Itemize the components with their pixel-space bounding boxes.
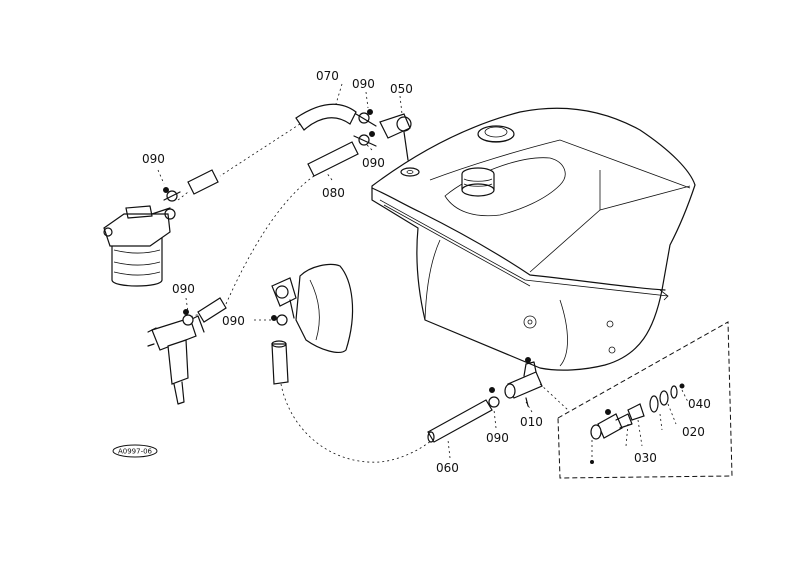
fuel-gauge-cap <box>477 125 515 143</box>
hose-clip-injector <box>182 309 194 326</box>
fuel-hose-070 <box>295 103 357 131</box>
diagram-code-badge: A0997-06 <box>112 444 158 458</box>
hose-clip-bottom <box>488 387 500 408</box>
label-070: 070 <box>316 69 339 83</box>
hose-short-injector <box>197 297 227 323</box>
diagram-code: A0997-06 <box>118 448 153 456</box>
label-020: 020 <box>682 425 705 439</box>
fuel-hose-060 <box>427 399 493 443</box>
label-090-pump: 090 <box>222 314 245 328</box>
label-090-mid: 090 <box>362 156 385 170</box>
hose-clip-top <box>355 109 377 127</box>
fuel-filter <box>103 205 176 287</box>
fuel-cock <box>504 357 543 407</box>
detail-inset <box>557 321 733 479</box>
hose-clip-mid <box>353 131 377 147</box>
label-080: 080 <box>322 186 345 200</box>
label-050: 050 <box>390 82 413 96</box>
hose-vertical-pump <box>271 343 289 385</box>
label-010: 010 <box>520 415 543 429</box>
label-040: 040 <box>688 397 711 411</box>
label-090-top: 090 <box>352 77 375 91</box>
label-090-filter: 090 <box>142 152 165 166</box>
hose-short-filter <box>187 169 219 195</box>
fuel-feed-pump <box>271 263 354 353</box>
label-060: 060 <box>436 461 459 475</box>
injector-nozzle <box>147 315 205 405</box>
label-090-bottom: 090 <box>486 431 509 445</box>
filler-neck <box>461 167 495 197</box>
banjo-fitting-050 <box>379 113 420 177</box>
hose-clip-pump <box>271 314 288 326</box>
label-030: 030 <box>634 451 657 465</box>
label-090-injector: 090 <box>172 282 195 296</box>
fuel-tank <box>371 107 696 371</box>
fuel-hose-080 <box>307 141 359 177</box>
hose-clip-filter <box>163 187 181 202</box>
